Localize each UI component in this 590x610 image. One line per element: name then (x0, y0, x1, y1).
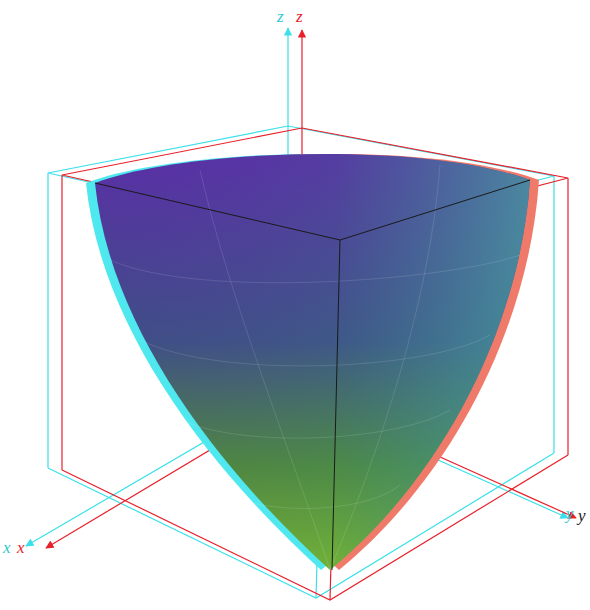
box-edges (95, 180, 530, 570)
surface-patch (95, 154, 530, 570)
axis-label: y (566, 505, 574, 522)
axis-label: y (578, 507, 586, 524)
axis-label: z (296, 8, 303, 25)
axis-label: z (277, 8, 284, 25)
axis-label: x (17, 539, 25, 556)
surface-shading (95, 154, 530, 570)
cyan-frame (26, 28, 568, 598)
red-frame (46, 30, 576, 600)
surface-mesh (110, 165, 520, 570)
axis-label: x (3, 539, 11, 556)
